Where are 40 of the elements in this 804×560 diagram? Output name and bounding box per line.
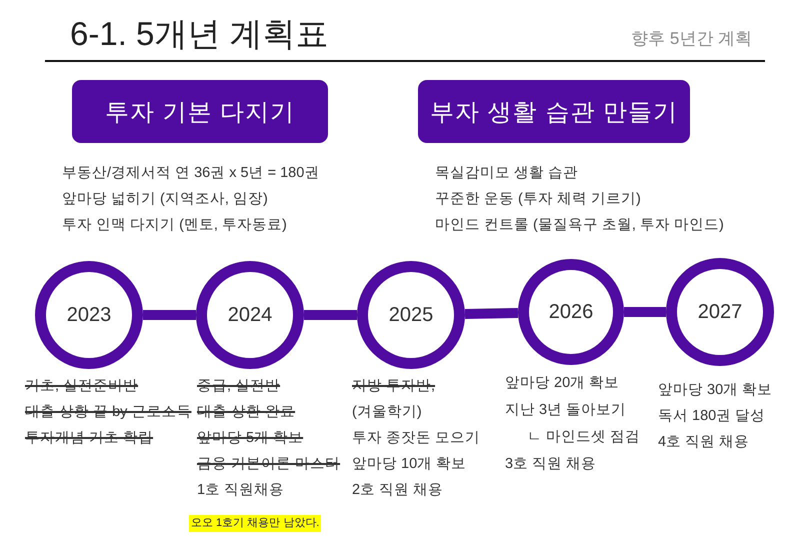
list-item: (겨울학기) (352, 403, 422, 422)
connector-line (304, 310, 357, 320)
list-item: 앞마당 5개 확보 (197, 429, 304, 448)
list-item: 대출 상환 완료 (197, 403, 296, 422)
year-circle: 2023 (35, 261, 143, 369)
list-item: 지방 투자반, (352, 377, 436, 396)
list-item: 2호 직원 채용 (352, 481, 444, 500)
list-item: 투자 인맥 다지기 (멘토, 투자동료) (62, 216, 287, 235)
list-item: 지난 3년 돌아보기 (505, 401, 626, 420)
highlighted-note: 오오 1호기 채용만 남았다. (189, 515, 322, 532)
list-item: 1호 직원채용 (197, 481, 284, 500)
list-item: 마인드 컨트롤 (물질욕구 초월, 투자 마인드) (435, 216, 724, 235)
year-circle: 2026 (518, 259, 624, 365)
connector-line (464, 308, 518, 319)
list-item: 금융 기본이론 마스터 (197, 455, 340, 474)
year-circle: 2027 (666, 258, 774, 366)
category-box: 투자 기본 다지기 (72, 80, 328, 143)
list-item: 기초, 실전준비반 (25, 377, 138, 396)
category-box: 부자 생활 습관 만들기 (418, 80, 690, 143)
list-item: 앞마당 30개 확보 (658, 381, 772, 400)
list-item: 3호 직원 채용 (505, 455, 596, 474)
list-item: 앞마당 10개 확보 (352, 455, 466, 474)
list-item: 독서 180권 달성 (658, 407, 766, 426)
page-title: 6-1. 5개년 계획표 (70, 14, 329, 54)
connector-line (624, 307, 666, 317)
year-circle: 2025 (357, 261, 465, 369)
connector-line (143, 310, 196, 320)
subtitle: 향후 5년간 계획 (631, 28, 752, 50)
list-item: 앞마당 20개 확보 (505, 374, 620, 393)
list-item: 4호 직원 채용 (658, 433, 750, 452)
list-item: 꾸준한 운동 (투자 체력 기르기) (435, 190, 641, 209)
list-item: ㄴ 마인드셋 점검 (527, 428, 640, 447)
list-item: 중급, 실전반 (197, 377, 280, 396)
list-item: 목실감미모 생활 습관 (435, 164, 578, 183)
year-circle: 2024 (196, 261, 304, 369)
list-item: 투자개념 기초 확립 (25, 429, 154, 448)
list-item: 부동산/경제서적 연 36권 x 5년 = 180권 (62, 164, 320, 183)
list-item: 앞마당 넓히기 (지역조사, 임장) (62, 190, 268, 209)
list-item: 대출 상황 끝 by 근로소득 (25, 403, 192, 422)
list-item: 투자 종잣돈 모으기 (352, 429, 480, 448)
